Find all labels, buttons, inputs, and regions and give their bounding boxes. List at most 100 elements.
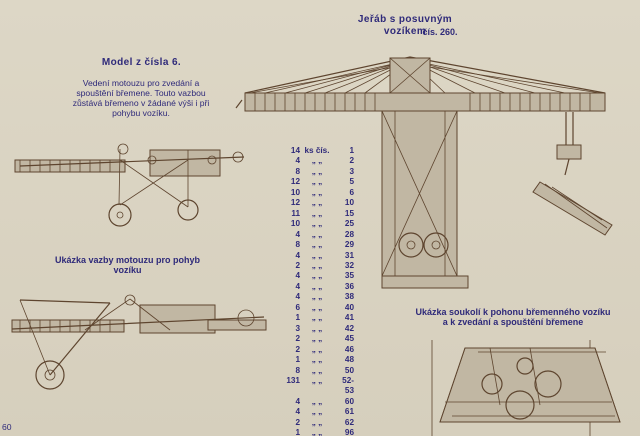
model-heading: Model z čísla 6. <box>101 57 182 68</box>
parts-sep: „ „ <box>311 187 323 197</box>
parts-sep: „ „ <box>311 365 323 375</box>
parts-qty: 131 <box>286 375 300 385</box>
parts-part: 45 <box>344 334 354 344</box>
parts-part: 41 <box>344 313 354 323</box>
parts-sep: „ „ <box>311 323 323 333</box>
parts-qty: 14 <box>290 146 300 155</box>
parts-qty: 1 <box>295 313 300 323</box>
parts-row: 131 „ „ 52-53 <box>278 376 354 397</box>
parts-part: 10 <box>344 198 354 208</box>
parts-row: 1 „ „ 41 <box>278 313 354 323</box>
parts-row: 12 „ „ 5 <box>278 177 354 187</box>
parts-sep: „ „ <box>311 177 323 187</box>
parts-sep: „ „ <box>311 250 323 260</box>
parts-part: 35 <box>344 271 354 281</box>
trolley-diagram <box>11 294 267 390</box>
parts-sep: „ „ <box>311 313 323 323</box>
parts-part: 52-53 <box>342 375 354 396</box>
parts-qty: 6 <box>295 302 300 312</box>
parts-row: 12 „ „ 10 <box>278 198 354 208</box>
parts-part: 29 <box>344 240 354 250</box>
parts-sep: „ „ <box>311 166 323 176</box>
parts-sep: „ „ <box>311 198 323 208</box>
page-number: 60 <box>2 422 12 432</box>
parts-row: 1 „ „ 48 <box>278 355 354 365</box>
crane-number: čís. 260. <box>422 27 458 37</box>
parts-sep: „ „ <box>311 281 323 291</box>
parts-row: 8„ „29 <box>278 240 354 250</box>
parts-part: 96 <box>344 428 354 436</box>
crane-drawing <box>235 56 613 289</box>
parts-sep: „ „ <box>311 407 323 417</box>
parts-sep: „ „ <box>311 260 323 270</box>
parts-part: 3 <box>349 166 354 176</box>
parts-row: 1 „ „ 96 <box>278 428 354 436</box>
parts-qty: 4 <box>295 292 300 302</box>
parts-qty: 12 <box>290 198 300 208</box>
parts-qty: 1 <box>295 355 300 365</box>
gear-diagram <box>431 340 621 436</box>
parts-part: 36 <box>344 281 354 291</box>
parts-qty: 10 <box>290 187 300 197</box>
hoist-caption: Vedení motouzu pro zvedání a spouštění b… <box>72 78 210 118</box>
parts-part: 48 <box>344 355 354 365</box>
parts-qty: 4 <box>295 156 300 166</box>
parts-part: 42 <box>344 323 354 333</box>
parts-row: 3„ „42 <box>278 324 354 334</box>
parts-part: 32 <box>344 260 354 270</box>
parts-sep: „ „ <box>311 396 323 406</box>
parts-row: 4 „ „ 2 <box>278 156 354 166</box>
parts-row: 11„ „15 <box>278 209 354 219</box>
parts-row: 4 „ „ 35 <box>278 271 354 281</box>
parts-qty: 8 <box>295 365 300 375</box>
parts-qty: 4 <box>295 396 300 406</box>
hoist-diagram <box>14 143 245 227</box>
parts-qty: 8 <box>295 240 300 250</box>
parts-sep: „ „ <box>311 302 323 312</box>
parts-sep: „ „ <box>311 271 323 281</box>
parts-sep: „ „ <box>311 156 323 166</box>
parts-part: 15 <box>344 208 354 218</box>
parts-row: 4 „ „ 36 <box>278 282 354 292</box>
parts-row: 8„ „3 <box>278 167 354 177</box>
parts-part: 31 <box>344 250 354 260</box>
parts-qty: 1 <box>295 428 300 436</box>
parts-sep: „ „ <box>311 229 323 239</box>
parts-part: 6 <box>349 187 354 197</box>
parts-sep: „ „ <box>311 334 323 344</box>
parts-qty: 10 <box>290 219 300 229</box>
parts-part: 2 <box>349 156 354 166</box>
parts-qty: 2 <box>295 334 300 344</box>
parts-part: 5 <box>349 177 354 187</box>
parts-part: 28 <box>344 229 354 239</box>
parts-sep: „ „ <box>311 355 323 365</box>
parts-part: 38 <box>344 292 354 302</box>
trolley-caption: Ukázka vazby motouzu pro pohyb vozíku <box>54 255 201 276</box>
gear-caption: Ukázka soukolí k pohonu břemenného vozík… <box>415 307 611 328</box>
parts-row: 2„ „46 <box>278 345 354 355</box>
parts-part: 61 <box>344 407 354 417</box>
parts-sep: „ „ <box>311 219 323 229</box>
parts-row: 4„ „61 <box>278 407 354 417</box>
parts-qty: 4 <box>295 271 300 281</box>
parts-row: 4„ „60 <box>278 397 354 407</box>
parts-sep: „ „ <box>311 208 323 218</box>
crane-title: Jeřáb s posuvným vozíkem <box>357 14 453 37</box>
parts-qty: 2 <box>295 344 300 354</box>
parts-part: 40 <box>344 302 354 312</box>
parts-part: 25 <box>344 219 354 229</box>
parts-qty: 2 <box>295 417 300 427</box>
parts-row: 4„ „31 <box>278 251 354 261</box>
parts-sep: „ „ <box>311 375 323 385</box>
parts-row: 2 „ „ 45 <box>278 334 354 344</box>
parts-row: 2„ „62 <box>278 418 354 428</box>
parts-qty: 12 <box>290 177 300 187</box>
parts-sep: „ „ <box>311 428 323 436</box>
parts-part: 62 <box>344 417 354 427</box>
parts-part: 46 <box>344 344 354 354</box>
parts-qty: 4 <box>295 281 300 291</box>
